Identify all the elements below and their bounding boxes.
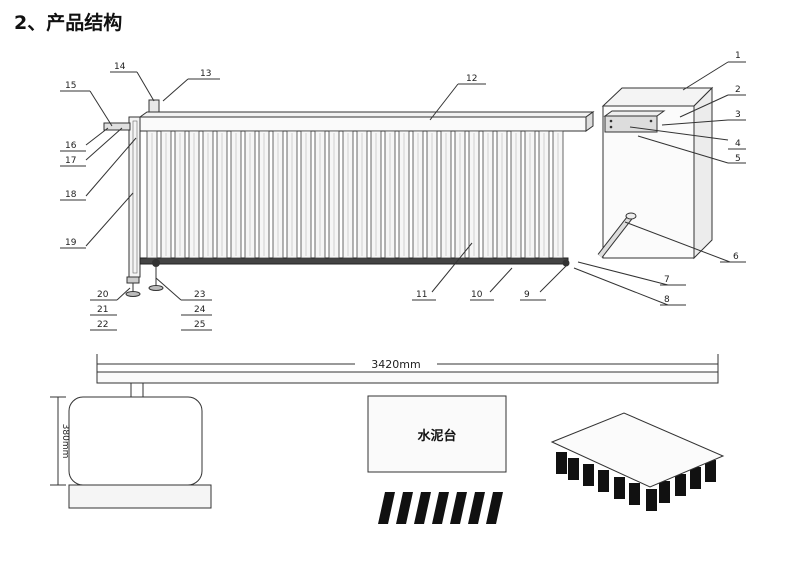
hatch-bar	[432, 492, 449, 524]
callout-7: 7	[664, 275, 670, 285]
callout-14: 14	[114, 62, 126, 72]
callout-25: 25	[194, 320, 205, 330]
foundation-plate	[550, 412, 725, 511]
side-view-boom	[96, 371, 719, 384]
anchor-bolt	[598, 470, 609, 492]
side-view-base	[68, 484, 212, 509]
callout-labels: 1 2 3 4 5 6 7 8 9 10 11 12 13 14 15 16 1…	[65, 51, 741, 330]
callout-8: 8	[664, 295, 670, 305]
callout-23: 23	[194, 290, 205, 300]
callout-12: 12	[466, 74, 477, 84]
callout-1: 1	[735, 51, 741, 61]
width-dimension: 3420mm	[96, 354, 719, 372]
anchor-bolt	[629, 483, 640, 505]
anchor-bolt	[556, 452, 567, 474]
callout-15: 15	[65, 81, 76, 91]
hatch-bar	[414, 492, 431, 524]
anchor-bolt	[659, 481, 670, 503]
hatch-bar	[396, 492, 413, 524]
callout-10: 10	[471, 290, 483, 300]
anchor-bolt	[675, 474, 686, 496]
callout-5: 5	[735, 154, 741, 164]
callout-4: 4	[735, 139, 741, 149]
anchor-bolt	[705, 460, 716, 482]
anchor-bolt	[583, 464, 594, 486]
leader-lines	[60, 61, 746, 331]
handle-end	[625, 212, 637, 220]
side-bracket	[103, 122, 131, 131]
anchor-bolt	[646, 489, 657, 511]
hatch-bar	[378, 492, 395, 524]
front-wheel	[152, 259, 160, 267]
callout-20: 20	[97, 290, 109, 300]
top-boom	[139, 116, 587, 132]
hatch-bar	[450, 492, 467, 524]
top-stub	[148, 99, 160, 113]
hatch-bar	[486, 492, 503, 524]
concrete-pad: 水泥台	[367, 395, 507, 524]
hatch-bar	[468, 492, 485, 524]
callout-21: 21	[97, 305, 108, 315]
callout-18: 18	[65, 190, 77, 200]
concrete-pad-label: 水泥台	[417, 428, 456, 444]
callout-13: 13	[200, 69, 211, 79]
gate-slats	[146, 130, 564, 259]
callout-3: 3	[735, 110, 741, 120]
width-dimension-label: 3420mm	[371, 358, 420, 371]
anchor-bolt	[690, 467, 701, 489]
section-heading: 2、产品结构	[14, 12, 123, 34]
callout-11: 11	[416, 290, 427, 300]
callout-2: 2	[735, 85, 741, 95]
rear-wheel	[562, 259, 570, 267]
anchor-bolt	[568, 458, 579, 480]
callout-16: 16	[65, 141, 77, 151]
height-dimension-label: 380mm	[60, 424, 70, 459]
anchor-bolts	[556, 452, 716, 511]
gate-assembly	[103, 99, 595, 297]
callout-17: 17	[65, 156, 76, 166]
side-view: 380mm	[50, 371, 719, 509]
end-post	[128, 116, 141, 278]
concrete-pad-box	[367, 395, 507, 473]
control-cabinet	[597, 86, 714, 260]
bottom-rail	[139, 257, 569, 265]
callout-24: 24	[194, 305, 206, 315]
callout-22: 22	[97, 320, 108, 330]
callout-9: 9	[524, 290, 530, 300]
anchor-bolt	[614, 477, 625, 499]
foundation-plate-top	[550, 412, 725, 488]
concrete-hatch	[378, 492, 503, 524]
side-view-cabinet	[68, 396, 203, 486]
callout-6: 6	[733, 252, 739, 262]
callout-19: 19	[65, 238, 77, 248]
